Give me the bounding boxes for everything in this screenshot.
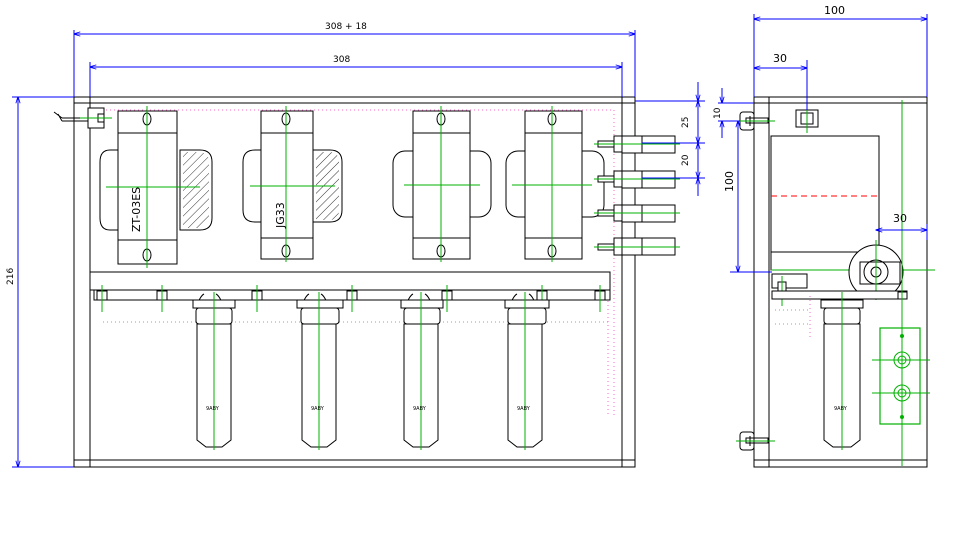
toggle-switch-icon xyxy=(53,107,112,129)
side-chassis-outline xyxy=(753,96,928,468)
foot-bottom-icon xyxy=(736,431,775,451)
foot-top-icon xyxy=(736,111,775,131)
tube-3-label: 9ABY xyxy=(413,406,427,412)
tube-3: 9ABY xyxy=(400,292,444,450)
dim-inner-width: 308 xyxy=(333,55,350,65)
front-view: ZT-03ES JG33 xyxy=(6,22,705,467)
transformer-1: ZT-03ES xyxy=(99,106,213,268)
side-transformer-body xyxy=(770,135,880,271)
dim-hole-offset: 10 xyxy=(713,107,723,119)
tube-4: 9ABY xyxy=(504,292,550,450)
front-dimensions: 308 + 18 308 216 25 20 xyxy=(6,22,705,467)
tube-4-label: 9ABY xyxy=(517,406,531,412)
tube-1: 9ABY xyxy=(192,292,236,450)
dim-spacing-b: 20 xyxy=(681,154,691,166)
transformer-4 xyxy=(505,106,605,262)
transformer-1-label: ZT-03ES xyxy=(130,187,143,232)
transformer-2-label: JG33 xyxy=(274,202,287,229)
side-dimensions: 100 30 10 100 30 xyxy=(713,4,927,272)
rca-jacks xyxy=(594,135,680,256)
transformer-3 xyxy=(392,106,492,262)
tube-2-label: 9ABY xyxy=(311,406,325,412)
dim-side-width: 100 xyxy=(824,4,845,17)
tube-1-label: 9ABY xyxy=(206,406,220,412)
front-chassis-outline xyxy=(73,96,636,468)
dim-spacing-a: 25 xyxy=(681,117,691,128)
tube-2: 9ABY xyxy=(296,292,344,450)
dim-side-vertical: 100 xyxy=(723,171,736,192)
socket-plate xyxy=(89,271,611,312)
side-view: 9ABY 100 30 xyxy=(713,4,935,468)
dim-overall-width: 308 + 18 xyxy=(325,22,367,32)
side-tube-label: 9ABY xyxy=(834,406,848,412)
dim-height: 216 xyxy=(6,268,16,285)
dim-side-offset: 30 xyxy=(773,52,787,65)
side-tube: 9ABY xyxy=(820,292,864,450)
terminal-board-icon xyxy=(872,320,930,430)
transformer-2: JG33 xyxy=(242,106,343,262)
dim-transformer-offset: 30 xyxy=(893,212,907,225)
